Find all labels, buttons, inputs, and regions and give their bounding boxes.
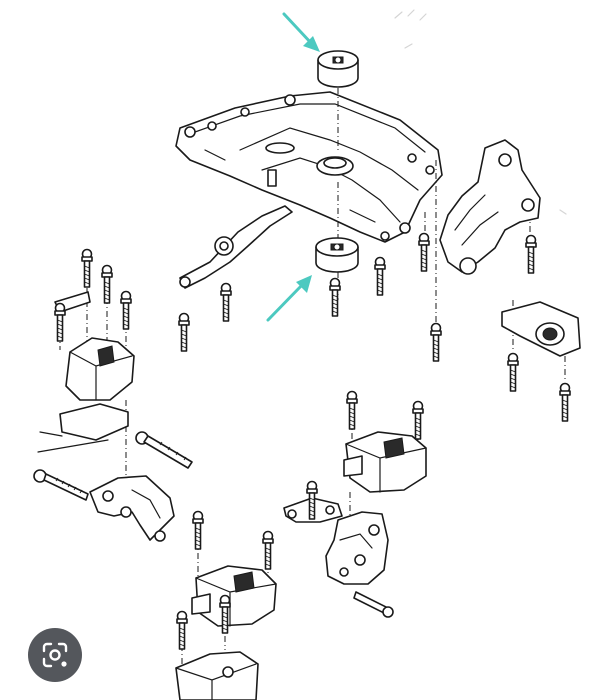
long-horizontal-bolts [33, 431, 193, 501]
right-mount-bracket [439, 139, 541, 275]
faint-background-marks [394, 9, 567, 215]
right-transmission-mount [343, 390, 427, 493]
bottom-bracket [175, 594, 259, 700]
subframe-crossmember [175, 91, 443, 243]
lower-rubber-bushing [315, 237, 359, 273]
teal-arrow-lower [266, 275, 312, 322]
teal-arrow-upper [282, 12, 320, 52]
image-search-lens-icon [42, 642, 68, 668]
small-link-arm [283, 480, 343, 523]
image-search-lens-button[interactable] [28, 628, 82, 682]
right-rubber-block [501, 301, 581, 422]
left-engine-mount [37, 248, 135, 453]
upper-rubber-bushing [317, 50, 359, 88]
vertical-support-plate [325, 511, 394, 618]
torque-arm [179, 205, 293, 289]
lower-center-mount [191, 510, 277, 627]
left-transmission-bracket [89, 475, 175, 542]
